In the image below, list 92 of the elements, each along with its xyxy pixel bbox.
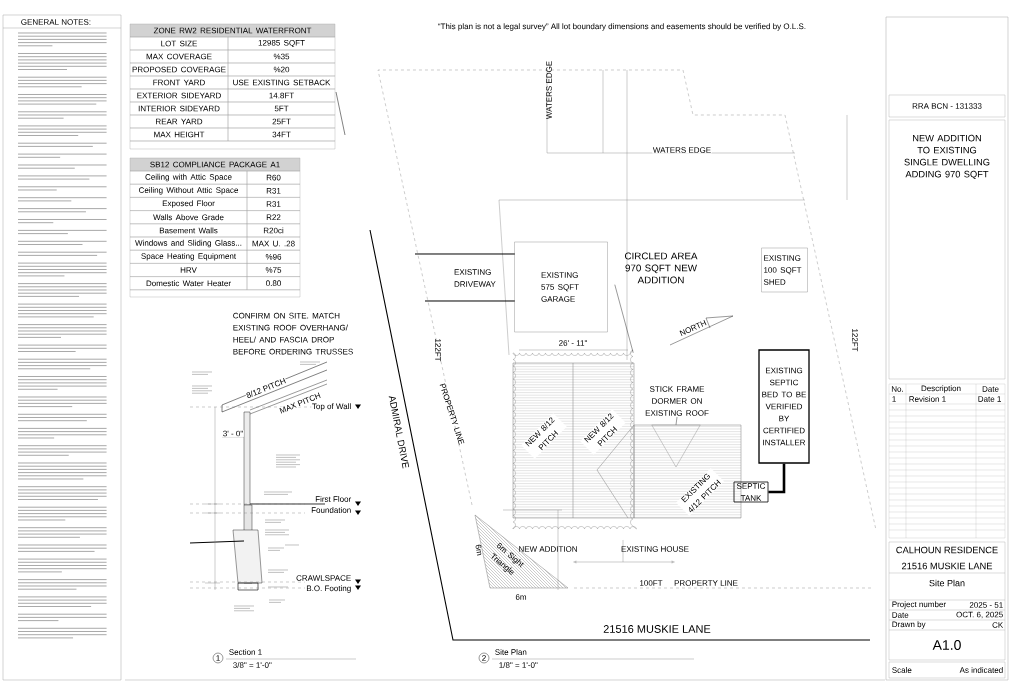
label: Date xyxy=(982,386,999,392)
label: 3/8" = 1'-0" xyxy=(233,662,272,668)
table-cell: 0.80 xyxy=(246,276,301,290)
addition-outline xyxy=(512,349,637,530)
dormer-outline xyxy=(651,424,701,468)
table-cell: R31 xyxy=(246,184,301,198)
table-cell: 25FT xyxy=(227,114,336,129)
table-cell: 5FT xyxy=(227,101,336,116)
label: OCT. 6, 2025 xyxy=(956,611,1003,619)
label: Site Plan xyxy=(929,579,965,587)
leader-line xyxy=(675,416,678,425)
callout-number: 1 xyxy=(212,652,224,664)
table-cell: HRV xyxy=(129,263,248,277)
label: Section 1 xyxy=(229,649,262,655)
label: CALHOUN RESIDENCE xyxy=(896,546,998,554)
label: Scale xyxy=(892,667,912,673)
callout-number: 2 xyxy=(478,652,490,664)
label: B.O. Footing xyxy=(305,584,352,594)
label: 2025 - 51 xyxy=(969,602,1003,608)
label: 8/12 PITCH xyxy=(244,376,288,400)
label: 122FT xyxy=(435,339,441,362)
table-cell: MAX U. .28 xyxy=(246,236,301,251)
table-cell: FRONT YARD xyxy=(129,75,229,90)
label: Revision 1 xyxy=(909,396,946,402)
label: 6m xyxy=(475,544,482,556)
label: PROPERTY LINE xyxy=(674,580,738,586)
table-cell: INTERIOR SIDEYARD xyxy=(129,101,229,116)
table-cell: Ceiling Without Attic Space xyxy=(129,184,248,198)
garage-box: EXISTING 575 SQFT GARAGE xyxy=(514,241,608,333)
table-cell: R20ci xyxy=(246,223,301,238)
label: NEW ADDITION TO EXISTING SINGLE DWELLING ADDING 970 SQFT xyxy=(904,134,990,180)
label: Site Plan xyxy=(495,649,527,655)
label: Date xyxy=(892,612,909,618)
table-cell: PROPOSED COVERAGE xyxy=(129,62,229,77)
table-cell: R60 xyxy=(246,170,301,185)
table-cell: Space Heating Equipment xyxy=(129,250,248,264)
label: “This plan is not a legal survey” All lot boundary dimensions and easements should be verified by O.L.S. xyxy=(438,23,806,31)
table-cell: %20 xyxy=(227,62,336,77)
label: GENERAL NOTES: xyxy=(21,19,91,25)
septic-bed-box: EXISTING SEPTIC BED TO BE VERIFIED BY CERTIFIED INSTALLER xyxy=(758,349,810,464)
table-cell: LOT SIZE xyxy=(129,36,229,51)
label: WATERS EDGE xyxy=(546,61,552,120)
label: CK xyxy=(992,622,1004,628)
label: ADMIRAL DRIVE xyxy=(388,396,410,469)
table-cell: Walls Above Grade xyxy=(129,210,248,224)
label: 26' - 11" xyxy=(559,340,587,346)
label: Description xyxy=(921,385,961,393)
septic-tank-box: SEPTIC TANK xyxy=(733,481,769,503)
table-cell: 12985 SQFT xyxy=(227,36,336,51)
label: WATERS EDGE xyxy=(652,146,712,154)
label: No. xyxy=(891,386,903,392)
callout-text: STICK FRAME DORMER ON EXISTING ROOF xyxy=(645,386,709,416)
label: Foundation xyxy=(310,506,352,514)
label: 1 xyxy=(892,396,896,402)
table-cell: R31 xyxy=(246,197,301,211)
table-cell: MAX COVERAGE xyxy=(129,49,229,64)
table-cell: RRA BCN - 131333 xyxy=(888,94,1006,118)
table-cell: R22 xyxy=(246,210,301,224)
label: CONFIRM ON SITE. MATCH EXISTING ROOF OVERHANG/ HEEL/ AND FASCIA DROP BEFORE ORDERING TRUSSES xyxy=(233,312,353,355)
table-cell: REAR YARD xyxy=(129,114,229,129)
table-cell: Exposed Floor xyxy=(129,197,248,211)
label: Project number xyxy=(892,601,946,609)
label: 21516 MUSKIE LANE xyxy=(603,625,711,633)
callout-text: CIRCLED AREA 970 SQFT NEW ADDITION xyxy=(625,252,698,284)
leader-line xyxy=(614,284,634,353)
table-cell: %35 xyxy=(227,49,336,64)
label: Date 1 xyxy=(978,396,1001,402)
shed-box: EXISTING 100 SQFT SHED xyxy=(761,247,808,293)
table-cell: EXTERIOR SIDEYARD xyxy=(129,88,229,103)
label: A1.0 xyxy=(932,640,961,650)
label: CRAWLSPACE xyxy=(295,574,352,582)
table-cell: USE EXISTING SETBACK xyxy=(227,75,336,90)
table-cell: MAX HEIGHT xyxy=(129,127,229,142)
table-cell: %96 xyxy=(246,250,301,264)
table-cell: Windows and Sliding Glass... xyxy=(129,236,248,251)
table-cell: Ceiling with Attic Space xyxy=(129,170,248,185)
label: 100FT xyxy=(640,580,663,586)
label: EXISTING DRIVEWAY xyxy=(454,269,496,287)
table-cell: Domestic Water Heater xyxy=(129,276,248,290)
label: 21516 MUSKIE LANE xyxy=(902,562,993,570)
label: First Floor xyxy=(314,495,352,503)
label: As indicated xyxy=(959,667,1003,673)
label: 3' - 0" xyxy=(222,430,244,437)
table-cell: Basement Walls xyxy=(129,223,248,238)
label: 1/8" = 1'-0" xyxy=(499,662,538,668)
label: 122FT xyxy=(852,329,858,352)
pipe-line xyxy=(768,463,786,494)
label: Drawn by xyxy=(892,621,926,629)
table-cell: %75 xyxy=(246,263,301,277)
label: EXISTING HOUSE xyxy=(621,546,689,552)
table-cell: 34FT xyxy=(227,127,336,142)
table-cell: 14.8FT xyxy=(227,88,336,103)
